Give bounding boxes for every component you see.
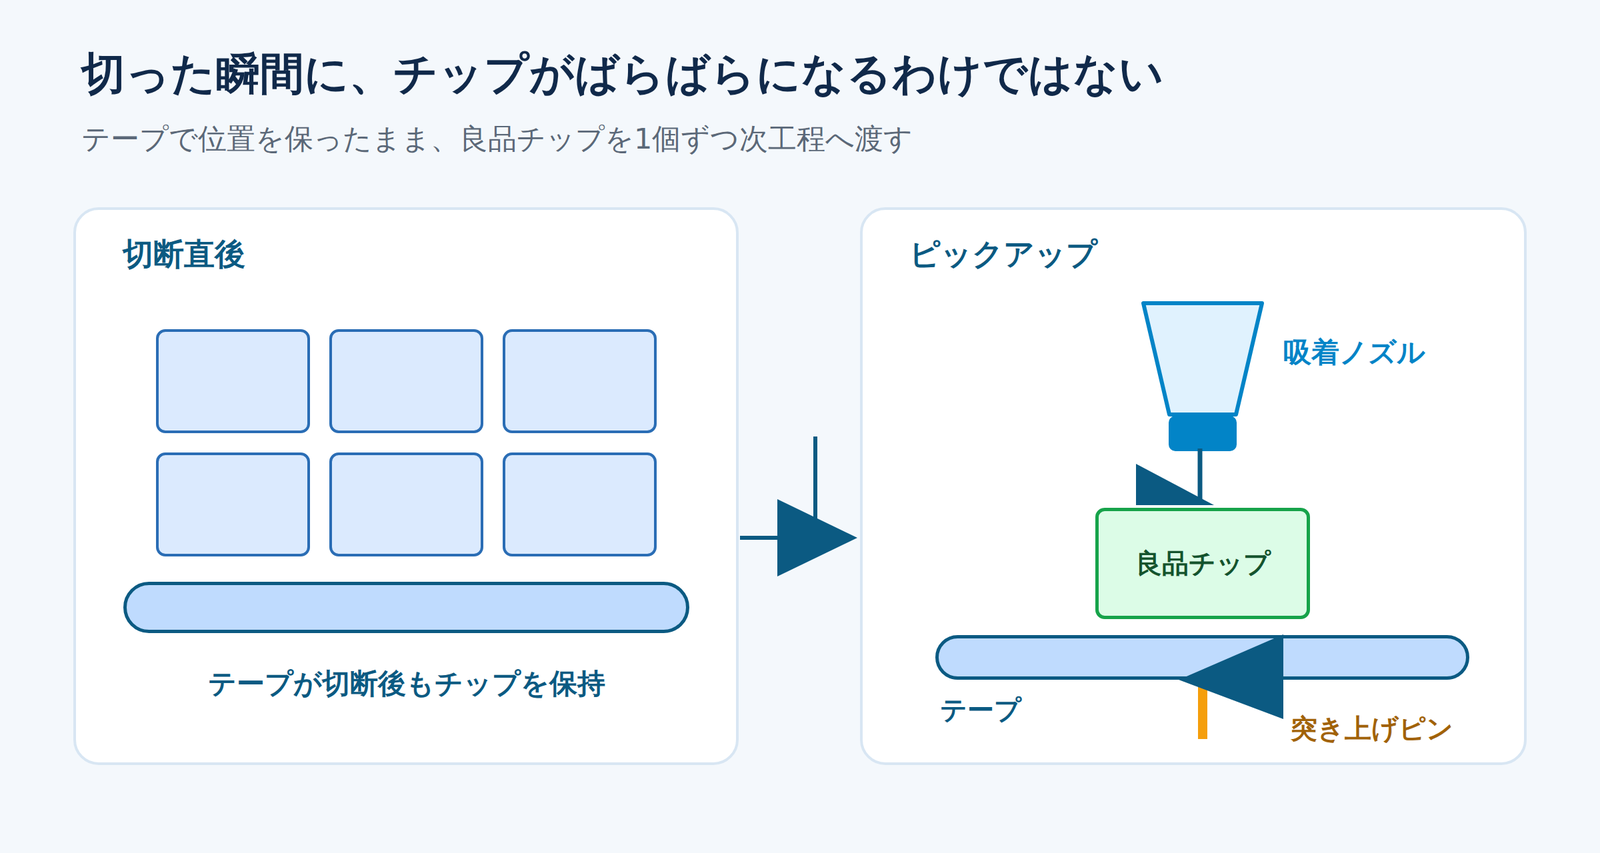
caption: テープで位置を保ったまま、良品チップを1個ずつ次工程へ渡す: [81, 120, 913, 159]
part-label: テープ: [940, 692, 1022, 729]
part-label: 吸着ノズル: [1283, 334, 1426, 372]
arrow-stem-decor: [813, 436, 818, 528]
title: 切った瞬間に、チップがばらばらになるわけではない: [81, 44, 1164, 104]
stage-panel: 切断直後テープが切断後もチップを保持: [73, 207, 739, 766]
tape-band: テープが切断後もチップを保持: [123, 582, 690, 634]
diced-chip: [329, 452, 484, 557]
box-label: 良品チップ: [1135, 545, 1271, 582]
diced-chip: [156, 452, 310, 557]
part-label: テープが切断後もチップを保持: [126, 665, 686, 703]
diced-chip: [329, 329, 484, 434]
part-label: 突き上げピン: [1290, 710, 1454, 748]
stage-panel: ピックアップ吸着ノズル良品チップテープ突き上げピン: [860, 207, 1527, 766]
panel-heading: ピックアップ: [909, 234, 1098, 276]
eject-pin: 突き上げピン: [1198, 681, 1208, 740]
nozzle-body: [1143, 303, 1262, 415]
diced-chip: [502, 329, 657, 434]
nozzle-tip: [1168, 416, 1237, 452]
panel-heading: 切断直後: [122, 234, 246, 276]
diced-chip: [502, 452, 657, 557]
nozzle-shape: [1141, 301, 1264, 452]
suction-nozzle: 吸着ノズル: [1141, 301, 1264, 452]
diced-chip: [156, 329, 310, 434]
good-chip: 良品チップ: [1095, 508, 1310, 620]
flow-arrow: [740, 499, 858, 577]
tape-band: テープ: [935, 635, 1470, 680]
